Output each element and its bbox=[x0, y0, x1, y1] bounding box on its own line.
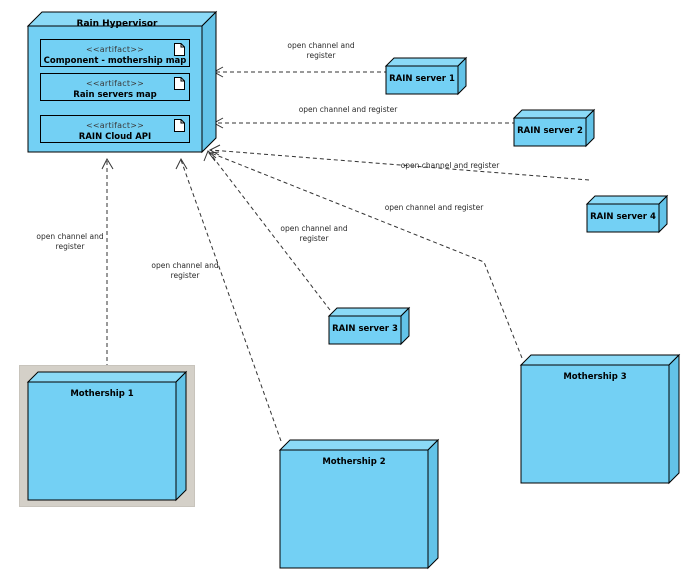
node-mothership-1[interactable]: Mothership 1 bbox=[26, 370, 188, 502]
mothership-front-face bbox=[27, 381, 177, 501]
artifact-name: RAIN Cloud API bbox=[78, 132, 152, 142]
mothership-top-face bbox=[278, 439, 440, 451]
server-front-face bbox=[328, 315, 402, 345]
document-icon bbox=[174, 43, 185, 56]
node-rain-server-3[interactable]: RAIN server 3 bbox=[327, 306, 411, 346]
mothership-side-face bbox=[427, 438, 439, 570]
mothership-side-face bbox=[175, 370, 187, 502]
node-label: Mothership 2 bbox=[322, 457, 386, 467]
node-mothership-3[interactable]: Mothership 3 bbox=[519, 353, 681, 485]
server-top-face bbox=[512, 109, 596, 119]
document-icon bbox=[174, 119, 185, 132]
node-rain-server-2[interactable]: RAIN server 2 bbox=[512, 108, 596, 148]
mothership-front-face bbox=[279, 449, 429, 569]
hypervisor-side-face bbox=[201, 10, 217, 154]
node-label: RAIN server 2 bbox=[517, 126, 583, 136]
artifact-stereotype: <<artifact>> bbox=[85, 121, 145, 130]
node-label: RAIN server 4 bbox=[590, 212, 656, 222]
server-front-face bbox=[586, 203, 660, 233]
node-label: Mothership 1 bbox=[70, 389, 134, 399]
edge-label-mothership-2: open channel and register bbox=[151, 261, 219, 281]
artifact-name: Rain servers map bbox=[73, 90, 157, 100]
server-front-face bbox=[385, 65, 459, 95]
node-mothership-2[interactable]: Mothership 2 bbox=[278, 438, 440, 570]
node-rain-server-4[interactable]: RAIN server 4 bbox=[585, 194, 669, 234]
edge-path-mothership-2 bbox=[180, 159, 282, 442]
artifact-rain-servers-map[interactable]: <<artifact>> Rain servers map bbox=[40, 73, 190, 101]
server-top-face bbox=[585, 195, 669, 205]
arrowhead-mothership-2 bbox=[175, 157, 188, 170]
mothership-top-face bbox=[519, 354, 681, 366]
node-rain-hypervisor[interactable]: Rain Hypervisor <<artifact>> Component -… bbox=[26, 10, 218, 154]
node-label: RAIN server 3 bbox=[332, 324, 398, 334]
server-top-face bbox=[384, 57, 468, 67]
node-rain-server-1[interactable]: RAIN server 1 bbox=[384, 56, 468, 96]
document-icon bbox=[174, 77, 185, 90]
mothership-front-face bbox=[520, 364, 670, 484]
arrowhead-mothership-1 bbox=[101, 157, 114, 170]
hypervisor-title: Rain Hypervisor bbox=[76, 19, 158, 29]
artifact-rain-cloud-api[interactable]: <<artifact>> RAIN Cloud API bbox=[40, 115, 190, 143]
edge-label-mothership-3: open channel and register bbox=[280, 224, 348, 244]
node-label: Mothership 3 bbox=[563, 372, 627, 382]
artifact-stereotype: <<artifact>> bbox=[85, 45, 145, 54]
edge-label-server-1: open channel and register bbox=[287, 41, 355, 61]
artifact-component-mothership-map[interactable]: <<artifact>> Component - mothership map bbox=[40, 39, 190, 67]
mothership-side-face bbox=[668, 353, 680, 485]
edge-label-mothership-1: open channel and register bbox=[36, 232, 104, 252]
artifact-name: Component - mothership map bbox=[43, 56, 187, 66]
node-label: RAIN server 1 bbox=[389, 74, 455, 84]
server-front-face bbox=[513, 117, 587, 147]
edge-label-server-3: open channel and register bbox=[384, 203, 484, 212]
mothership-top-face bbox=[26, 371, 188, 383]
edge-label-server-2: open channel and register bbox=[298, 105, 398, 114]
edge-label-server-4: open channel and register bbox=[400, 161, 500, 170]
server-top-face bbox=[327, 307, 411, 317]
artifact-stereotype: <<artifact>> bbox=[85, 79, 145, 88]
